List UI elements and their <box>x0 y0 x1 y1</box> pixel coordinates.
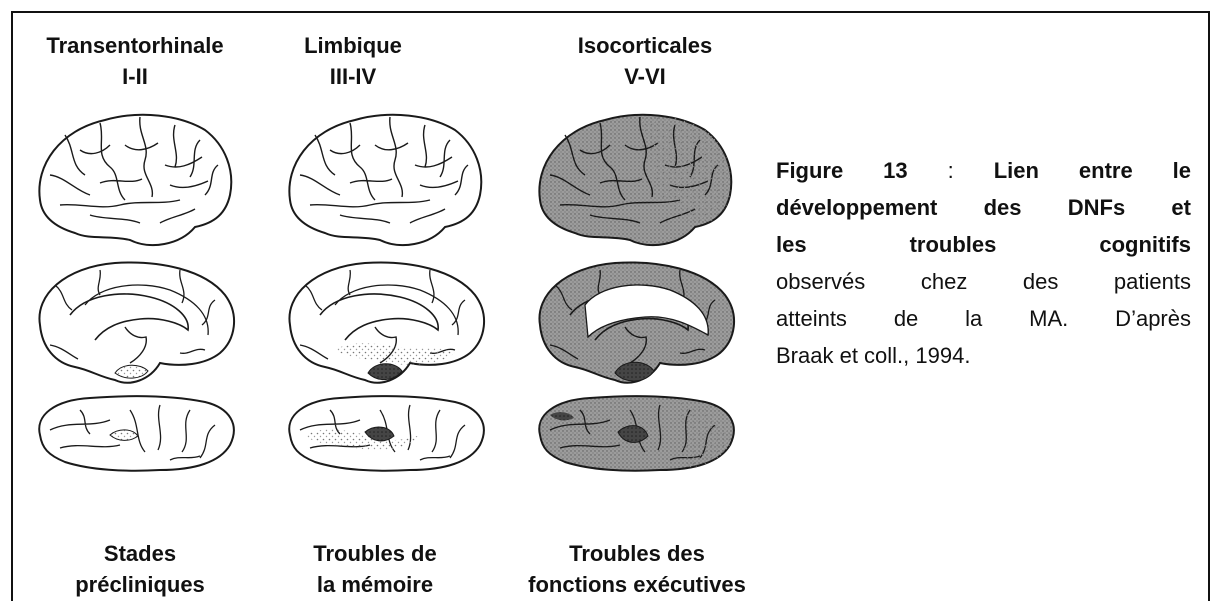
figure-label: Figure 13 <box>776 158 908 183</box>
stage-range: I-II <box>122 64 148 89</box>
brain-stage-illustrations <box>38 113 736 472</box>
outcome-line: fonctions exécutives <box>528 572 746 597</box>
caption-line: observés chez des patients <box>776 269 1191 294</box>
outcome-line: Stades <box>103 541 177 566</box>
medial-brain-stage-3 <box>538 261 736 384</box>
caption-title: Lien entre le <box>993 158 1192 183</box>
ventral-brain-stage-3 <box>538 395 735 472</box>
caption-separator: : <box>907 158 994 183</box>
caption-line: les troubles cognitifs <box>776 226 1191 263</box>
column-header-limbic: Limbique III-IV <box>238 30 468 92</box>
outcome-line: Troubles de <box>313 541 437 566</box>
medial-brain-stage-2 <box>288 261 486 384</box>
stage-name: Isocorticales <box>577 33 713 58</box>
lateral-brain-stage-1 <box>38 113 233 247</box>
outcome-line: précliniques <box>75 572 205 597</box>
stage-range: V-VI <box>624 64 666 89</box>
column-footer-preclinical: Stades précliniques <box>15 538 265 600</box>
caption-line: Figure 13 : Lien entre le <box>776 152 1191 189</box>
column-footer-memory: Troubles de la mémoire <box>250 538 500 600</box>
outcome-line: la mémoire <box>316 572 434 597</box>
caption-title: développement des DNFs et <box>776 195 1191 220</box>
figure-caption: Figure 13 : Lien entre le développement … <box>776 152 1191 374</box>
caption-line: développement des DNFs et <box>776 189 1191 226</box>
medial-brain-stage-1 <box>38 261 236 384</box>
lateral-brain-stage-3 <box>538 113 733 247</box>
stage-name: Limbique <box>304 33 402 58</box>
stage-name: Transentorhinale <box>46 33 224 58</box>
caption-line: Braak et coll., 1994. <box>776 343 971 368</box>
column-header-transentorhinal: Transentorhinale I-II <box>20 30 250 92</box>
caption-title: les troubles cognitifs <box>776 232 1191 257</box>
lateral-brain-stage-2 <box>288 113 483 247</box>
figure-frame <box>11 11 1210 601</box>
ventral-brain-stage-2 <box>288 395 485 472</box>
column-header-isocortical: Isocorticales V-VI <box>530 30 760 92</box>
column-footer-executive: Troubles des fonctions exécutives <box>512 538 762 600</box>
outcome-line: Troubles des <box>569 541 705 566</box>
stage-range: III-IV <box>329 64 377 89</box>
caption-line: atteints de la MA. D’après <box>776 306 1191 331</box>
ventral-brain-stage-1 <box>38 395 235 472</box>
